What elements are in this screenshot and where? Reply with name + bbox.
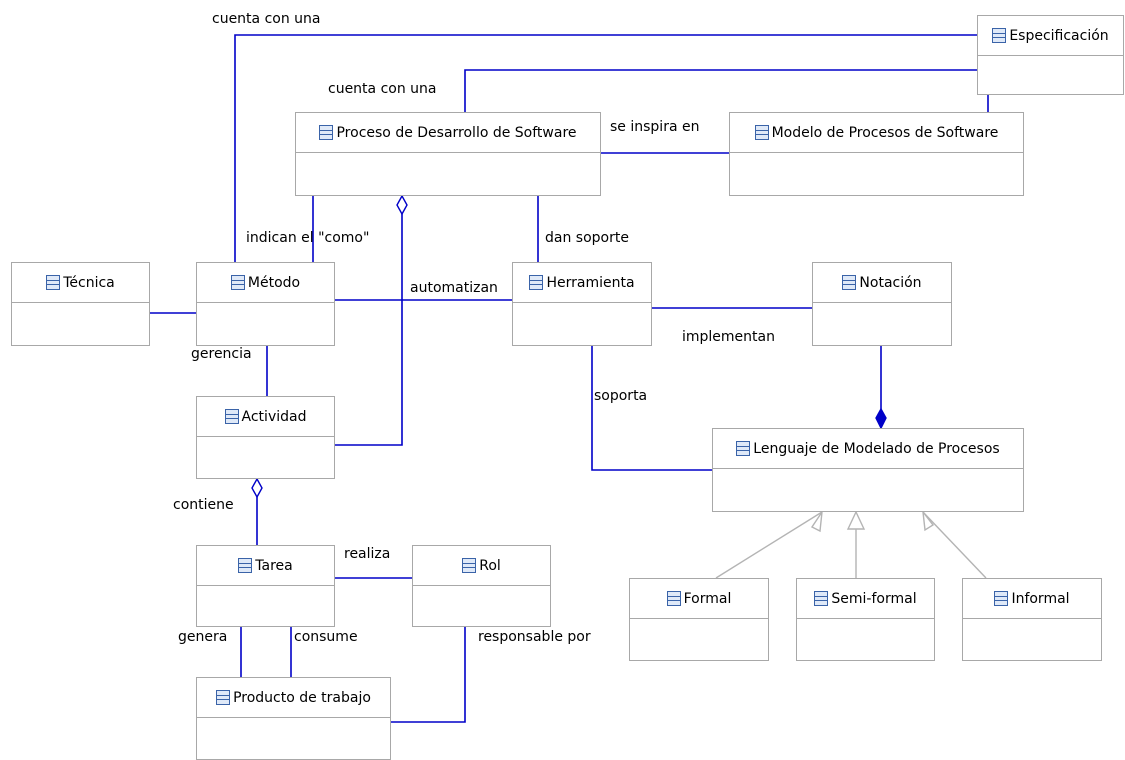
class-name: Herramienta <box>546 274 635 291</box>
generalization-formal <box>715 511 823 579</box>
class-header: Rol <box>413 546 550 586</box>
class-name: Informal <box>1011 590 1070 607</box>
class-icon <box>814 591 829 606</box>
class-icon <box>230 275 245 290</box>
class-informal[interactable]: Informal <box>962 578 1102 661</box>
class-name: Lenguaje de Modelado de Procesos <box>753 440 1000 457</box>
class-icon <box>842 275 857 290</box>
class-name: Formal <box>683 590 732 607</box>
class-icon <box>736 441 751 456</box>
class-rol[interactable]: Rol <box>412 545 551 627</box>
class-icon <box>238 558 253 573</box>
class-header: Modelo de Procesos de Software <box>730 113 1023 153</box>
class-name: Modelo de Procesos de Software <box>771 124 999 141</box>
class-icon <box>46 275 61 290</box>
class-name: Notación <box>859 274 922 291</box>
label-contiene: contiene <box>173 497 234 513</box>
class-proceso-desarrollo-software[interactable]: Proceso de Desarrollo de Software <box>295 112 601 196</box>
class-name: Especificación <box>1009 27 1109 44</box>
class-header: Actividad <box>197 397 334 437</box>
aggregation-proceso-actividad <box>335 214 403 446</box>
label-dan-soporte: dan soporte <box>545 230 629 246</box>
class-header: Proceso de Desarrollo de Software <box>296 113 600 153</box>
class-icon <box>992 28 1007 43</box>
class-name: Tarea <box>255 557 293 574</box>
class-header: Formal <box>630 579 768 619</box>
class-header: Informal <box>963 579 1101 619</box>
class-especificacion[interactable]: Especificación <box>977 15 1124 95</box>
class-notacion[interactable]: Notación <box>812 262 952 346</box>
class-icon <box>319 125 334 140</box>
composition-diamond-lenguaje <box>875 407 887 430</box>
class-name: Semi-formal <box>831 590 917 607</box>
class-metodo[interactable]: Método <box>196 262 335 346</box>
class-actividad[interactable]: Actividad <box>196 396 335 479</box>
label-cuenta-con-una-proceso: cuenta con una <box>328 81 437 97</box>
generalization-arrow-informal <box>922 509 935 532</box>
class-tarea[interactable]: Tarea <box>196 545 335 627</box>
class-herramienta[interactable]: Herramienta <box>512 262 652 346</box>
assoc-rol-producto <box>391 627 466 723</box>
class-name: Rol <box>479 557 501 574</box>
class-icon <box>529 275 544 290</box>
class-header: Lenguaje de Modelado de Procesos <box>713 429 1023 469</box>
class-name: Método <box>247 274 301 291</box>
class-icon <box>216 690 231 705</box>
class-name: Técnica <box>63 274 115 291</box>
assoc-proceso-especificacion <box>464 69 977 112</box>
class-producto-de-trabajo[interactable]: Producto de trabajo <box>196 677 391 760</box>
class-modelo-procesos-software[interactable]: Modelo de Procesos de Software <box>729 112 1024 196</box>
class-semi-formal[interactable]: Semi-formal <box>796 578 935 661</box>
class-formal[interactable]: Formal <box>629 578 769 661</box>
class-icon <box>462 558 477 573</box>
label-indican-el-como: indican el "como" <box>246 230 370 246</box>
assoc-herramienta-lenguaje <box>591 345 712 471</box>
class-lenguaje-modelado-procesos[interactable]: Lenguaje de Modelado de Procesos <box>712 428 1024 512</box>
class-name: Proceso de Desarrollo de Software <box>336 124 577 141</box>
generalization-arrow-semiformal <box>846 510 866 530</box>
aggregation-diamond-actividad <box>251 477 263 499</box>
class-header: Especificación <box>978 16 1123 56</box>
label-implementan: implementan <box>682 329 775 345</box>
class-icon <box>224 409 239 424</box>
class-icon <box>994 591 1009 606</box>
label-cuenta-con-una-metodo: cuenta con una <box>212 11 321 27</box>
label-genera: genera <box>178 629 228 645</box>
assoc-metodo-especificacion <box>234 34 977 262</box>
class-name: Actividad <box>241 408 307 425</box>
aggregation-diamond-proceso <box>396 194 408 216</box>
label-consume: consume <box>294 629 358 645</box>
generalization-informal <box>922 511 987 579</box>
class-header: Técnica <box>12 263 149 303</box>
class-header: Método <box>197 263 334 303</box>
class-header: Producto de trabajo <box>197 678 390 718</box>
class-name: Producto de trabajo <box>233 689 371 706</box>
label-realiza: realiza <box>344 546 391 562</box>
label-se-inspira-en: se inspira en <box>610 119 700 135</box>
label-responsable-por: responsable por <box>478 629 591 645</box>
class-header: Semi-formal <box>797 579 934 619</box>
class-icon <box>754 125 769 140</box>
label-soporta: soporta <box>594 388 648 404</box>
class-icon <box>666 591 681 606</box>
generalization-arrow-formal <box>810 511 823 533</box>
label-gerencia: gerencia <box>191 346 252 362</box>
class-tecnica[interactable]: Técnica <box>11 262 150 346</box>
class-header: Notación <box>813 263 951 303</box>
class-header: Tarea <box>197 546 334 586</box>
class-header: Herramienta <box>513 263 651 303</box>
label-automatizan: automatizan <box>410 280 498 296</box>
